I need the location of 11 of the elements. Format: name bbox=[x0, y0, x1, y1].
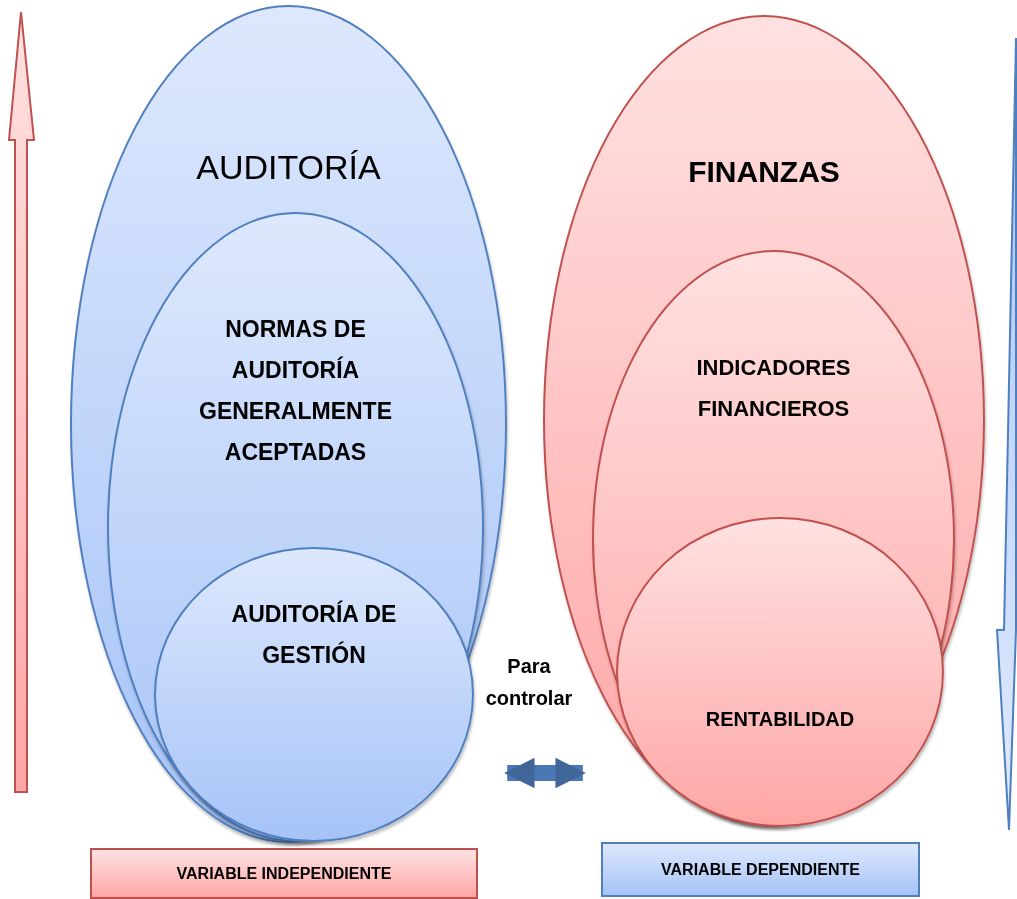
node-label: VARIABLE INDEPENDIENTE bbox=[176, 863, 392, 884]
node-label: NORMAS DE AUDITORÍA GENERALMENTE ACEPTADAS bbox=[198, 315, 393, 467]
node-label: FINANZAS bbox=[688, 154, 840, 190]
label-box bbox=[90, 848, 478, 899]
double-arrow bbox=[504, 757, 586, 789]
node-label: INDICADORES FINANCIEROS bbox=[695, 354, 852, 423]
node-label: AUDITORÍA bbox=[196, 147, 381, 187]
label-box bbox=[601, 842, 920, 897]
node-label: AUDITORÍA DE GESTIÓN bbox=[230, 599, 398, 670]
node-label: RENTABILIDAD bbox=[705, 707, 855, 732]
node-label: VARIABLE DEPENDIENTE bbox=[661, 859, 860, 880]
